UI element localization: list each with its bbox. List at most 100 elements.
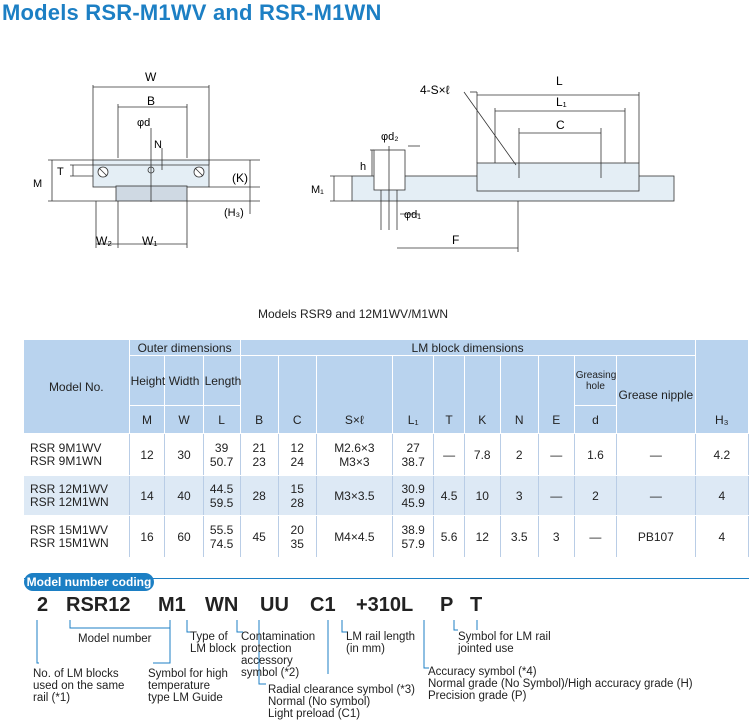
cell-d: 1.6 — [573, 433, 618, 476]
dim-N: N — [154, 139, 162, 151]
dim-B: B — [147, 94, 155, 108]
code-part: C1 — [310, 594, 336, 616]
cell-M: 16 — [128, 515, 166, 558]
code-part: 2 — [37, 594, 49, 616]
dimension-drawings: W B φd N T M (K) (H₃) W₂ W₁ 4-S×ℓ L — [33, 70, 675, 252]
cell-E: 3 — [537, 515, 575, 558]
header-greasing-hole: Greasing hole — [573, 355, 618, 406]
page-title: Models RSR-M1WV and RSR-M1WN — [2, 0, 382, 25]
dim-W1: W₁ — [142, 234, 157, 248]
code-part: UU — [260, 594, 289, 616]
dim-W2: W₂ — [96, 234, 112, 248]
header-height: Height — [128, 355, 166, 406]
code-part: RSR12 — [66, 594, 131, 616]
header-model-no: Model No. — [23, 339, 130, 434]
cell-nipple: — — [616, 433, 696, 476]
drawing-caption: Models RSR9 and 12M1WV/M1WN — [258, 307, 449, 321]
cell-N: 2 — [499, 433, 539, 476]
cell-nipple: — — [616, 475, 696, 516]
dim-M1: M₁ — [311, 184, 324, 196]
header-N: N — [499, 355, 539, 434]
header-outer-dimensions: Outer dimensions — [128, 339, 241, 356]
label-radial-clearance: Radial clearance symbol (*3)Normal (No s… — [268, 684, 416, 720]
cell-nipple: PB107 — [616, 515, 696, 558]
cell-K: 10 — [463, 475, 501, 516]
cell-N: 3 — [499, 475, 539, 516]
dim-M: M — [33, 178, 42, 190]
cell-W: 60 — [164, 515, 204, 558]
cell-W: 40 — [164, 475, 204, 516]
model-number-coding-badge: Model number coding — [24, 573, 154, 591]
cell-H3: 4 — [694, 475, 749, 516]
dim-K: (K) — [232, 171, 248, 185]
header-H3: H₃ — [694, 339, 749, 434]
dim-4SxL: 4-S×ℓ — [420, 83, 450, 97]
cell-T: 5.6 — [433, 515, 465, 558]
dim-F: F — [452, 233, 459, 247]
cell-SxL: M4×4.5 — [315, 515, 393, 558]
dimension-table: Model No. Outer dimensions LM block dime… — [23, 339, 749, 558]
dim-h: h — [360, 161, 366, 173]
header-E: E — [537, 355, 575, 434]
code-part: T — [470, 594, 483, 616]
header-K: K — [463, 355, 501, 434]
label-accuracy: Accuracy symbol (*4)Normal grade (No Sym… — [428, 666, 693, 702]
cell-W: 30 — [164, 433, 204, 476]
cell-N: 3.5 — [499, 515, 539, 558]
cell-SxL: M3×3.5 — [315, 475, 393, 516]
header-grease-nipple: Grease nipple — [616, 355, 696, 434]
dim-L1: L₁ — [556, 95, 567, 109]
dim-W: W — [145, 70, 157, 84]
label-rail-length: LM rail length(in mm) — [346, 631, 416, 655]
header-width: Width — [164, 355, 204, 406]
cell-M: 12 — [128, 433, 166, 476]
header-lm-block-dimensions: LM block dimensions — [239, 339, 696, 356]
header-d: d — [573, 405, 618, 434]
header-length: Length — [202, 355, 241, 406]
code-part: +310L — [356, 594, 414, 616]
dim-L: L — [556, 74, 563, 88]
header-B: B — [239, 355, 279, 434]
header-T: T — [433, 355, 465, 434]
cell-E: — — [537, 433, 575, 476]
cell-d: — — [573, 515, 618, 558]
dim-phi-d: φd — [137, 117, 150, 129]
header-L: L — [202, 405, 241, 434]
cell-K: 12 — [463, 515, 501, 558]
dim-phi-d2: φd₂ — [381, 131, 399, 143]
cell-K: 7.8 — [463, 433, 501, 476]
cell-B: 28 — [239, 475, 279, 516]
cell-M: 14 — [128, 475, 166, 516]
cell-H3: 4 — [694, 515, 749, 558]
header-C: C — [277, 355, 317, 434]
cell-H3: 4.2 — [694, 433, 749, 476]
code-part: P — [440, 594, 454, 616]
cell-E: — — [537, 475, 575, 516]
dim-C: C — [556, 118, 565, 132]
label-model-number: Model number — [78, 633, 152, 645]
code-part: M1 — [158, 594, 186, 616]
cell-d: 2 — [573, 475, 618, 516]
dim-phi-d1: φd₁ — [404, 209, 421, 221]
code-part: WN — [205, 594, 239, 616]
dim-H3: (H₃) — [224, 207, 244, 219]
